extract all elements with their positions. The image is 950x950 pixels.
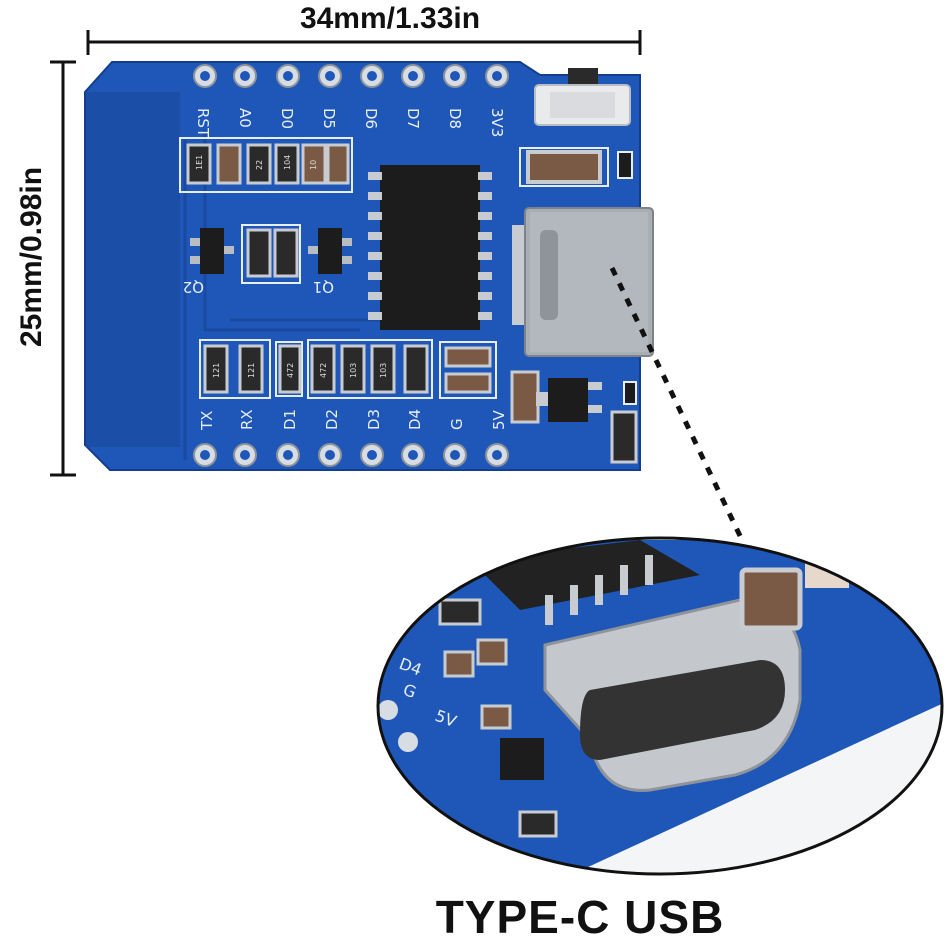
zoom-detail: D4 G 5V xyxy=(378,538,942,874)
resistor-code: 10 xyxy=(309,160,318,170)
resistor-code: 1E1 xyxy=(195,155,204,170)
pin-label-rst: RST xyxy=(194,108,212,138)
antenna-area xyxy=(86,92,180,447)
resistor-code: 103 xyxy=(379,363,388,378)
pin-label-tx: TX xyxy=(198,411,216,431)
resistor-code: 472 xyxy=(319,363,328,378)
zoom-pin-label-g: G xyxy=(401,680,419,702)
pin-label-d6: D6 xyxy=(362,108,380,129)
resistor-code: 472 xyxy=(286,363,295,378)
middle-resistors xyxy=(241,224,301,284)
pin-label-5v: 5V xyxy=(490,409,508,430)
pin-label-d0: D0 xyxy=(278,108,296,129)
top-pin-labels: RST A0 D0 D5 D6 D7 D8 3V3 xyxy=(194,108,506,138)
pin-label-d8: D8 xyxy=(446,108,464,129)
resistor-code: 104 xyxy=(283,155,292,170)
pin-label-g: G xyxy=(448,418,466,430)
capacitor xyxy=(519,147,633,187)
pin-label-a0: A0 xyxy=(236,108,254,128)
width-dimension-line xyxy=(86,30,642,55)
pin-label-d4: D4 xyxy=(406,409,424,430)
voltage-regulator xyxy=(510,370,638,464)
usb-serial-chip xyxy=(368,165,492,330)
zoom-ellipse-outline xyxy=(376,536,944,876)
top-resistor-bank: 1E1 22 104 10 xyxy=(179,137,353,193)
caption-type-c-usb: TYPE-C USB xyxy=(435,891,725,943)
resistor-code: 103 xyxy=(349,363,358,378)
pin-label-3v3: 3V3 xyxy=(488,108,506,137)
resistor-code: 22 xyxy=(255,160,264,170)
q2-label: Q2 xyxy=(183,278,204,296)
pin-label-d5: D5 xyxy=(320,108,338,129)
height-dimension-line xyxy=(50,60,76,477)
pin-label-d2: D2 xyxy=(323,409,341,430)
width-dimension-label: 34mm/1.33in xyxy=(299,2,481,35)
pin-label-d7: D7 xyxy=(404,108,422,129)
reset-button xyxy=(534,68,631,126)
resistor-code: 121 xyxy=(247,363,256,378)
pin-label-rx: RX xyxy=(238,409,256,430)
pin-label-d1: D1 xyxy=(281,409,299,430)
q1-label: Q1 xyxy=(313,278,334,296)
bottom-pin-labels: TX RX D1 D2 D3 D4 G 5V xyxy=(198,409,508,431)
usb-type-c-connector xyxy=(512,207,654,357)
resistor-code: 121 xyxy=(212,363,221,378)
pin-label-d3: D3 xyxy=(365,409,383,430)
transistor-q2: Q2 xyxy=(183,228,234,296)
transistor-q1: Q1 xyxy=(308,228,352,296)
